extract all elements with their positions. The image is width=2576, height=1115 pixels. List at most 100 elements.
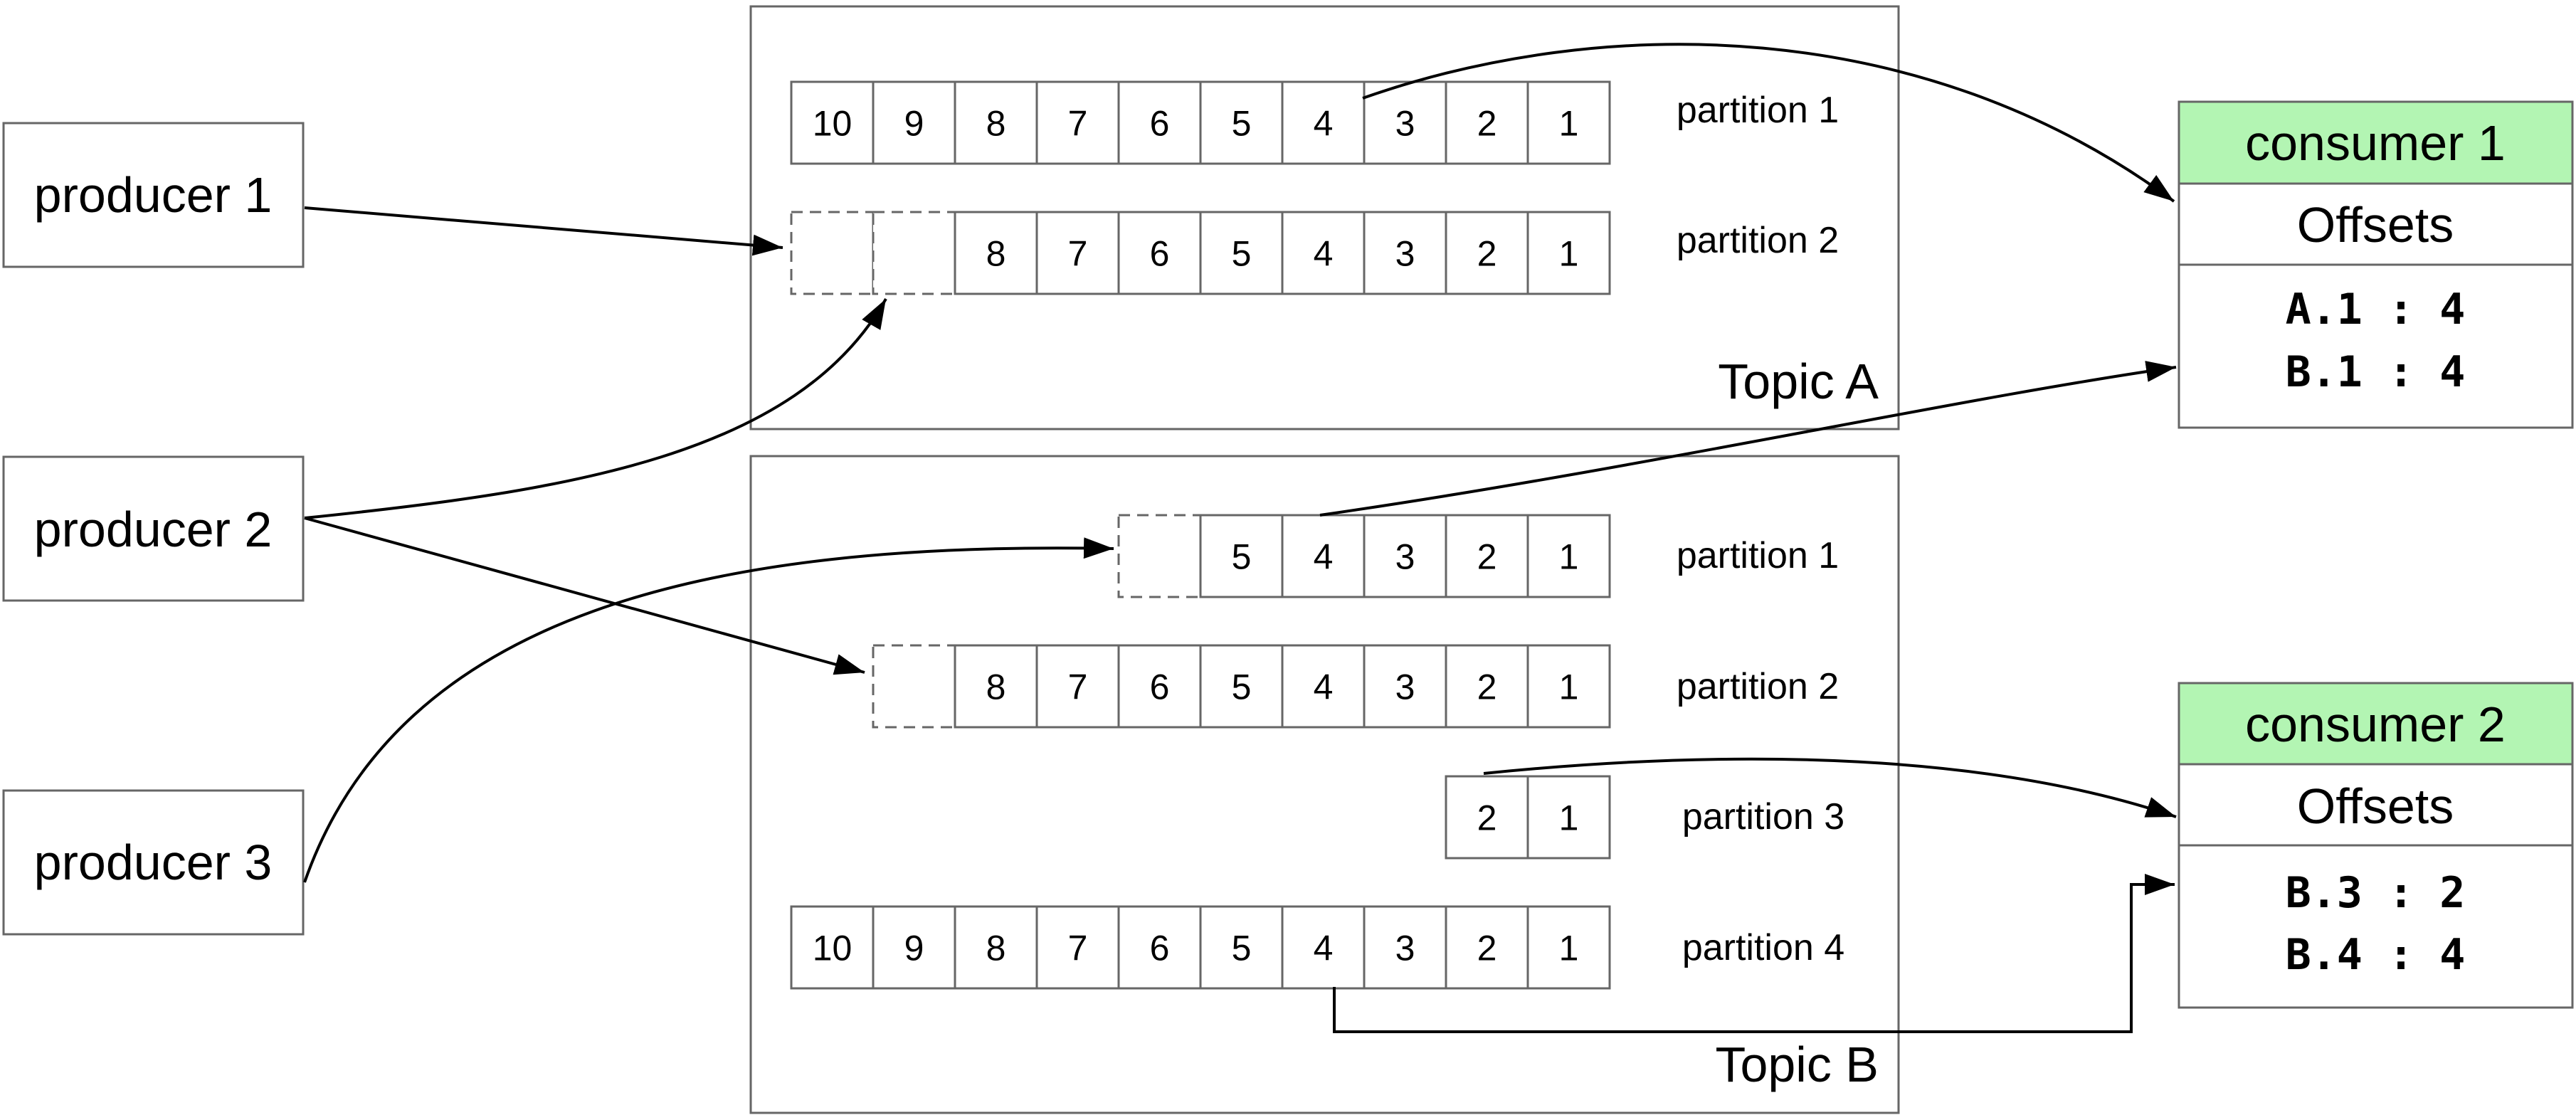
partition-cell-offset: 4 xyxy=(1314,104,1334,144)
producer-1-label: producer 1 xyxy=(34,167,273,223)
producer-3: producer 3 xyxy=(2,789,305,936)
partition-cell xyxy=(954,905,1038,990)
consumer-2-offset-line: B.4 : 4 xyxy=(2286,930,2466,980)
arrow-producer-1-to-topic-a-p2 xyxy=(304,206,783,256)
partition-cell-offset: 3 xyxy=(1395,929,1415,968)
partition-cell-offset: 4 xyxy=(1314,234,1334,274)
partition-cell xyxy=(1363,905,1447,990)
partition-cell-offset: 8 xyxy=(986,104,1006,144)
topic-a-partition-2-label: partition 2 xyxy=(1677,220,1839,261)
consumer-1-header xyxy=(2178,100,2574,185)
partition-cell-offset: 6 xyxy=(1150,929,1170,968)
producer-2-label: producer 2 xyxy=(34,502,273,557)
partition-cell xyxy=(1445,211,1529,295)
partition-cell-offset: 4 xyxy=(1314,667,1334,707)
consumer-1-offsets-header xyxy=(2178,182,2574,266)
partition-cell xyxy=(1445,644,1529,729)
partition-cell-offset: 5 xyxy=(1232,234,1252,274)
topic-b-partition-1-label: partition 1 xyxy=(1677,535,1839,576)
topic-b-partition-4-label: partition 4 xyxy=(1682,927,1844,968)
partition-cell-offset: 4 xyxy=(1314,537,1334,577)
partition-cell-offset: 2 xyxy=(1477,104,1497,144)
topic-a-partition-1-label: partition 1 xyxy=(1677,90,1839,131)
partition-cell-offset: 3 xyxy=(1395,667,1415,707)
partition-cell xyxy=(1281,211,1366,295)
partition-cell xyxy=(1199,644,1284,729)
consumer-1-offsets-label: Offsets xyxy=(2297,197,2454,253)
producer-3-box xyxy=(2,789,305,936)
connectors xyxy=(303,43,2177,1033)
topic-b-partition-2-label: partition 2 xyxy=(1677,666,1839,707)
arrow-producer-3-to-topic-b-p1 xyxy=(303,537,1114,883)
partition-cell xyxy=(1363,514,1447,598)
partition-cell-offset: 3 xyxy=(1395,104,1415,144)
partition-cell xyxy=(1526,775,1611,860)
partition-cell-offset: 5 xyxy=(1232,537,1252,577)
empty-slot xyxy=(872,211,956,295)
partition-cell xyxy=(1363,80,1447,165)
partition-cell xyxy=(1281,905,1366,990)
partition-cell-offset: 3 xyxy=(1395,234,1415,274)
partition-cell-offset: 9 xyxy=(904,104,924,144)
partition-cell-offset: 1 xyxy=(1559,234,1579,274)
consumer-2: consumer 2 Offsets B.3 : 2 B.4 : 4 xyxy=(2178,682,2574,1009)
partition-cell-offset: 6 xyxy=(1150,104,1170,144)
partition-cell-offset: 4 xyxy=(1314,929,1334,968)
topic-a-frame xyxy=(749,5,1900,430)
producer-3-label: producer 3 xyxy=(34,835,273,890)
partition-cell-offset: 2 xyxy=(1477,667,1497,707)
topic-a-label: Topic A xyxy=(1718,354,1879,409)
partition-cell xyxy=(954,644,1038,729)
partition-cell-offset: 6 xyxy=(1150,234,1170,274)
partition-cell xyxy=(872,905,956,990)
partition-cell-offset: 8 xyxy=(986,929,1006,968)
partition-cell-offset: 2 xyxy=(1477,929,1497,968)
consumer-2-offsets-body xyxy=(2178,844,2574,1009)
partition-cell-offset: 10 xyxy=(813,929,852,968)
arrow-topic-b-p3-to-consumer-2 xyxy=(1483,757,2177,818)
partition-cell xyxy=(1363,644,1447,729)
consumer-2-title: consumer 2 xyxy=(2245,697,2506,752)
partition-cell-offset: 1 xyxy=(1559,929,1579,968)
partition-cell-offset: 1 xyxy=(1559,798,1579,838)
partition-cell xyxy=(1445,514,1529,598)
partition-cell xyxy=(954,211,1038,295)
partition-cell-offset: 1 xyxy=(1559,667,1579,707)
topic-b-label: Topic B xyxy=(1715,1037,1879,1092)
partition-cell xyxy=(1445,80,1529,165)
arrow-topic-a-p1-to-consumer-1 xyxy=(1362,43,2175,203)
partition-cell-offset: 6 xyxy=(1150,667,1170,707)
producer-2-box xyxy=(2,455,305,602)
partition-cell xyxy=(1035,211,1120,295)
partition-cell xyxy=(872,80,956,165)
arrow-topic-b-p4-to-consumer-2 xyxy=(1333,874,2175,1033)
consumer-1-offset-line: B.1 : 4 xyxy=(2286,347,2466,397)
topic-b-frame xyxy=(749,455,1900,1114)
topic-b-partition-3-label: partition 3 xyxy=(1682,796,1844,837)
consumer-2-offsets-label: Offsets xyxy=(2297,778,2454,834)
partition-cell xyxy=(1117,80,1202,165)
consumer-2-offset-line: B.3 : 2 xyxy=(2286,868,2466,918)
partition-cell xyxy=(790,905,875,990)
producer-1: producer 1 xyxy=(2,122,305,268)
consumer-1-offset-line: A.1 : 4 xyxy=(2286,285,2466,334)
partition-cell-offset: 3 xyxy=(1395,537,1415,577)
partition-cell xyxy=(1035,80,1120,165)
producer-2: producer 2 xyxy=(2,455,305,602)
partition-cell xyxy=(1526,514,1611,598)
partition-cell-offset: 7 xyxy=(1068,929,1088,968)
partition-cell xyxy=(1526,644,1611,729)
partition-cell xyxy=(1035,905,1120,990)
partition-cell-offset: 9 xyxy=(904,929,924,968)
partition-cell xyxy=(1363,211,1447,295)
partition-cell-offset: 7 xyxy=(1068,234,1088,274)
consumer-2-header xyxy=(2178,682,2574,766)
partition-cell xyxy=(1035,644,1120,729)
partition-cell xyxy=(790,80,875,165)
partition-cell-offset: 7 xyxy=(1068,667,1088,707)
arrow-producer-2-to-topic-b-p2 xyxy=(304,517,865,675)
